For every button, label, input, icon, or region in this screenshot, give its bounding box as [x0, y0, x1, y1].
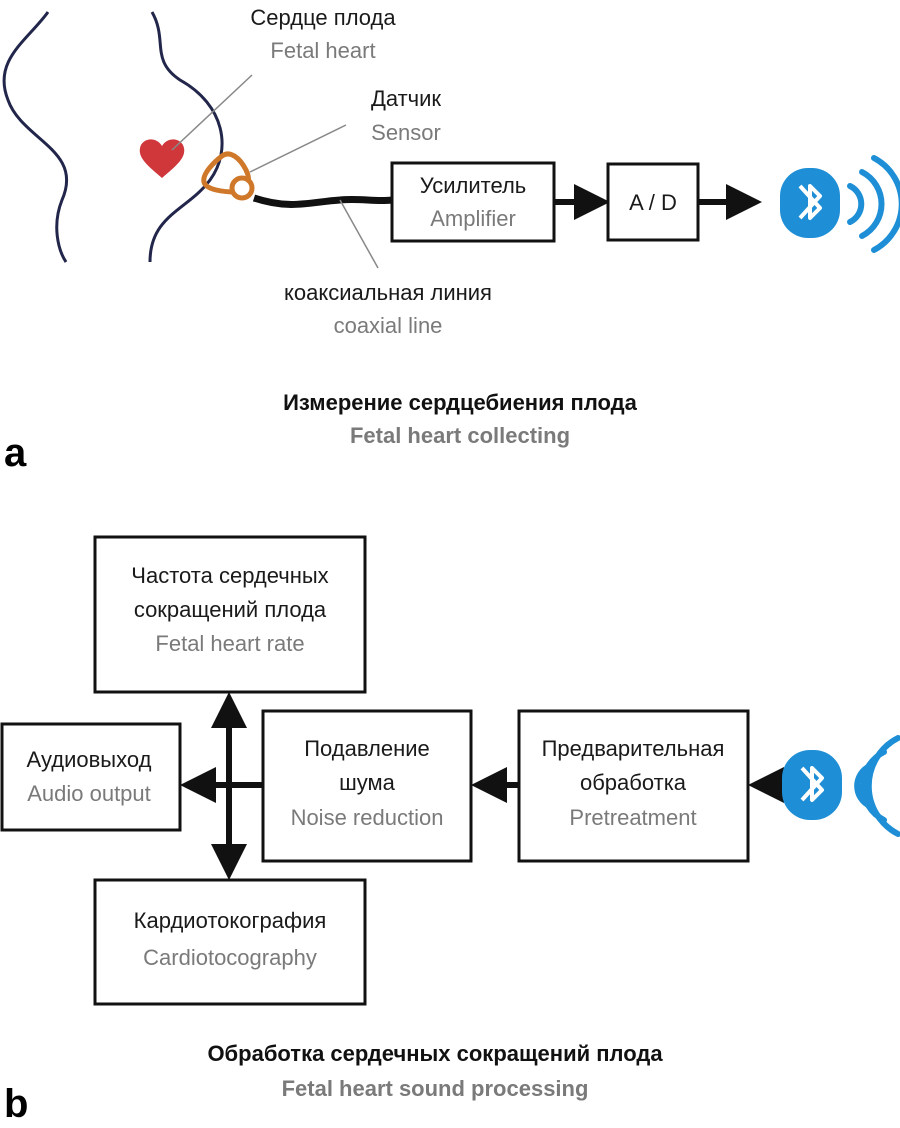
panel-b-label: b	[4, 1082, 28, 1126]
fetal-heart-pointer	[171, 74, 253, 151]
signal-waves-icon	[854, 735, 900, 837]
amplifier-label-ru: Усилитель	[420, 173, 527, 198]
cardiotocography-label-ru: Кардиотокография	[134, 908, 327, 933]
mother-body-outline	[2, 11, 69, 263]
sensor-pointer	[249, 124, 347, 173]
heart-rate-label-ru-1: Частота сердечных	[131, 563, 328, 588]
cardiotocography-box	[93, 878, 367, 1006]
audio-output-label-en: Audio output	[27, 781, 151, 806]
heart-rate-box	[93, 535, 367, 694]
bluetooth-icon	[782, 750, 842, 820]
fetus-body-outline	[148, 11, 224, 263]
fetal-heart-label-en: Fetal heart	[270, 38, 375, 63]
amplifier-label-en: Amplifier	[430, 206, 516, 231]
pretreatment-box	[517, 709, 750, 863]
coaxial-pointer	[339, 199, 379, 269]
noise-reduction-label-en: Noise reduction	[291, 805, 444, 830]
ad-label: A / D	[629, 190, 677, 215]
pretreatment-label-ru-1: Предварительная	[542, 736, 725, 761]
panel-a-caption-ru: Измерение сердцебиения плода	[283, 390, 638, 415]
coaxial-label-ru: коаксиальная линия	[284, 280, 492, 305]
signal-waves-icon	[847, 155, 900, 253]
noise-reduction-label-ru-1: Подавление	[304, 736, 430, 761]
sensor-head-icon	[229, 175, 255, 201]
coaxial-cable	[252, 194, 393, 208]
audio-output-label-ru: Аудиовыход	[27, 747, 152, 772]
heart-rate-label-en: Fetal heart rate	[155, 631, 304, 656]
amplifier-box	[390, 161, 556, 243]
heart-rate-label-ru-2: сокращений плода	[134, 597, 327, 622]
ad-box	[606, 162, 700, 242]
sensor-label-ru: Датчик	[371, 86, 441, 111]
bluetooth-icon	[780, 168, 840, 238]
panel-b: Частота сердечных сокращений плода Fetal…	[0, 535, 900, 1126]
audio-output-box	[0, 722, 182, 832]
panel-b-caption-en: Fetal heart sound processing	[282, 1076, 589, 1101]
noise-reduction-label-ru-2: шума	[339, 770, 396, 795]
pretreatment-label-ru-2: обработка	[580, 770, 687, 795]
panel-a: Сердце плода Fetal heart Датчик Sensor к…	[2, 5, 900, 475]
panel-a-caption-en: Fetal heart collecting	[350, 423, 570, 448]
sensor-label-en: Sensor	[371, 120, 441, 145]
cardiotocography-label-en: Cardiotocography	[143, 945, 317, 970]
fetal-heart-label-ru: Сердце плода	[250, 5, 396, 30]
panel-a-label: a	[4, 431, 27, 475]
pretreatment-label-en: Pretreatment	[569, 805, 696, 830]
panel-b-caption-ru: Обработка сердечных сокращений плода	[207, 1041, 663, 1066]
coaxial-label-en: coaxial line	[334, 313, 443, 338]
